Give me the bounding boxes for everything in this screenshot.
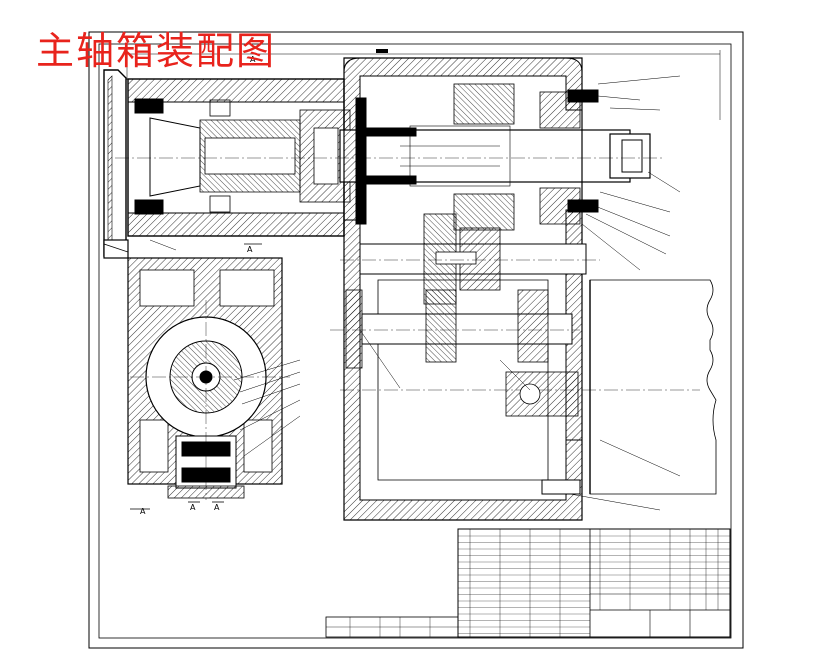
gearbox-casing [340, 57, 700, 521]
section-label-a-right: A [214, 503, 220, 512]
spindle-housing [127, 78, 351, 237]
intermediate-shaft-1 [340, 213, 600, 305]
motor-outline [589, 279, 717, 495]
drawing-frame [88, 31, 744, 649]
section-label-a-left: A [190, 503, 196, 512]
part-leader-lines [149, 75, 681, 511]
upper-gear [453, 83, 599, 231]
title-block [325, 528, 731, 638]
section-markers [130, 243, 262, 510]
section-label-r-bottom: A [140, 507, 146, 516]
section-label-r-top: A [250, 55, 256, 64]
dimension-line-top [126, 49, 721, 120]
section-label-a-top: A [247, 245, 253, 254]
intermediate-shaft-2 [330, 289, 580, 369]
drawing-title: 主轴箱装配图 [36, 29, 277, 73]
title-block-rows [458, 535, 730, 634]
section-view [127, 257, 290, 500]
lower-bearing [505, 371, 581, 495]
end-cover-plate [103, 69, 129, 259]
